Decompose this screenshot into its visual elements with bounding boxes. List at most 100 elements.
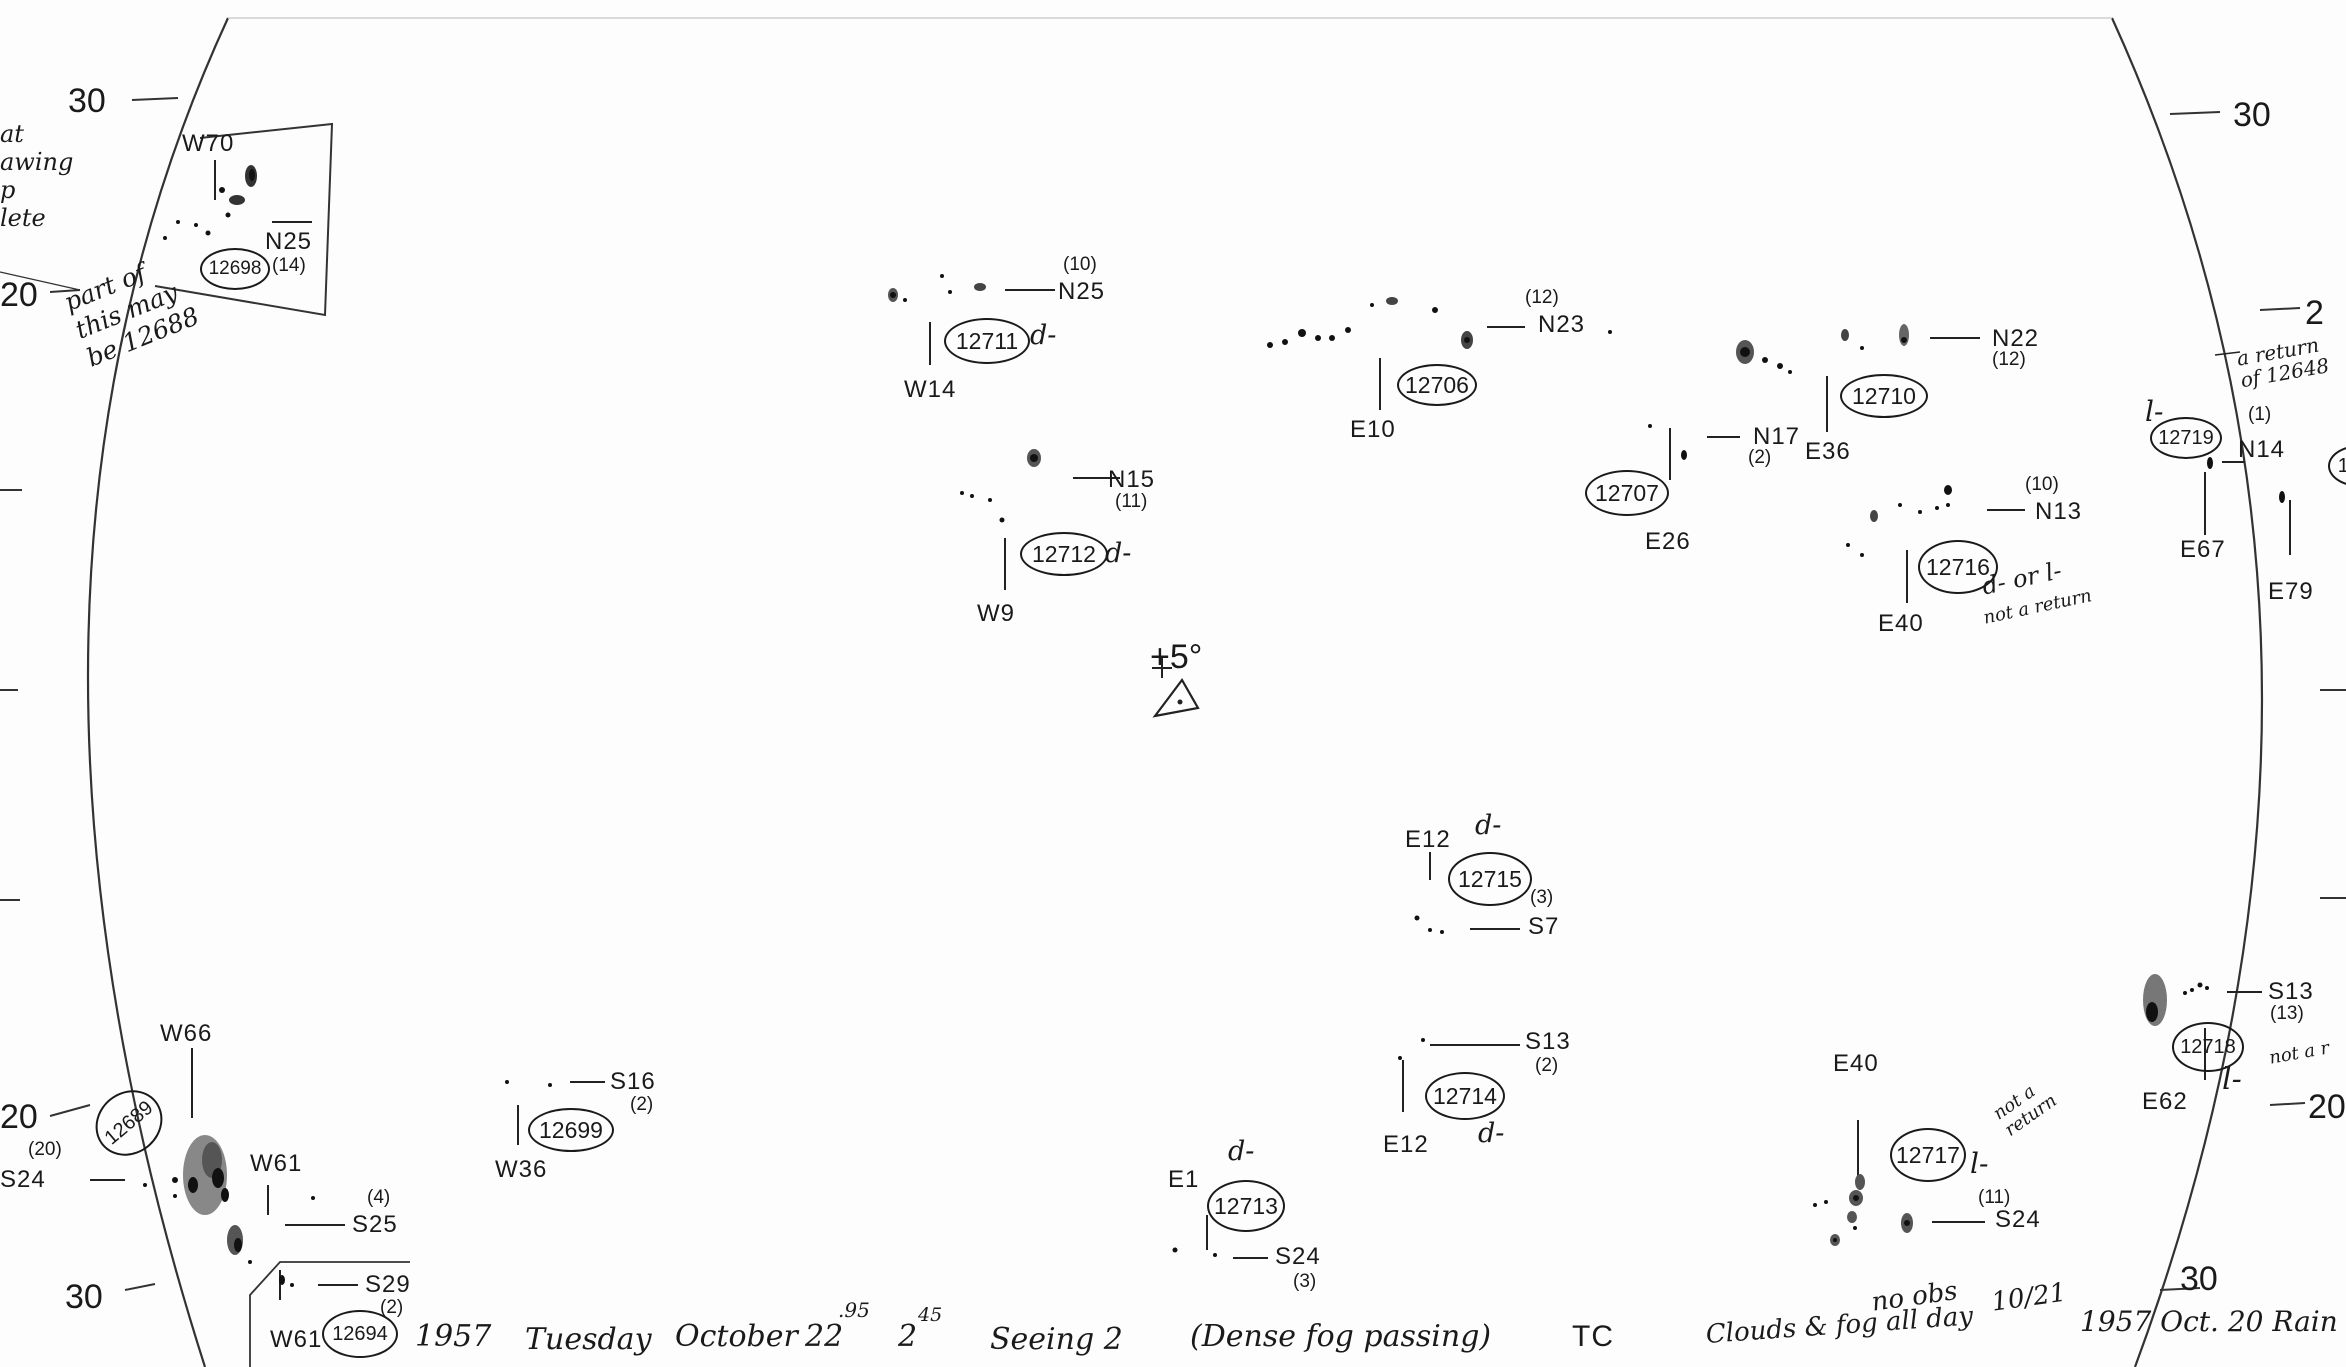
group-12715-id: 12715 [1448, 852, 1532, 906]
group-12689-count: (20) [28, 1139, 62, 1160]
group-12719-position: E67 [2180, 536, 2226, 563]
footer-date: 22 [805, 1319, 844, 1354]
group-12713-latitude: S24 [1275, 1243, 1321, 1270]
group-12712-count: (11) [1115, 491, 1148, 512]
group-12718-latitude: S13 [2268, 978, 2314, 1005]
group-12714-id: 12714 [1425, 1072, 1505, 1120]
group-w61-s25-latitude: S25 [352, 1211, 398, 1238]
group-12717-count: (11) [1978, 1187, 2011, 1208]
group-12694-latitude: S29 [365, 1271, 411, 1298]
group-12710-id: 12710 [1840, 374, 1928, 418]
lat-label-left-30-top: 30 [68, 82, 106, 120]
lat-label-right-30-bottom: 30 [2180, 1260, 2218, 1298]
group-12694-count: (2) [380, 1297, 404, 1318]
lat-label-left-30-bottom: 30 [65, 1278, 103, 1316]
group-12699-count: (2) [630, 1094, 654, 1115]
lat-label-left-20-lower: 20 [0, 1098, 38, 1136]
group-12699-latitude: S16 [610, 1068, 656, 1095]
group-12710-latitude: N22 [1992, 325, 2040, 352]
footer-time-fraction: 45 [918, 1304, 943, 1326]
group-12715-latitude: S7 [1528, 913, 1560, 940]
group-12713-id: 12713 [1207, 1180, 1285, 1232]
group-12719-id: 12719 [2150, 417, 2222, 459]
footer-month: October [675, 1319, 798, 1354]
group-12714-position: E12 [1383, 1131, 1429, 1158]
group-12716-id: 12716 [1918, 540, 1998, 594]
group-12713-note: d- [1228, 1136, 1255, 1167]
group-12711-note: d- [1030, 320, 1057, 351]
group-12707-count: (2) [1748, 447, 1772, 468]
group-12710-position: E36 [1805, 438, 1851, 465]
group-12711-position: W14 [904, 376, 957, 403]
group-12706-id: 12706 [1397, 364, 1477, 406]
group-12698-count: (14) [272, 255, 306, 276]
center-latitude-label: +5° [1150, 638, 1203, 676]
limb-right [2110, 17, 2264, 1367]
group-12715-position: E12 [1405, 826, 1451, 853]
lat-label-right-20-upper: 2 [2305, 294, 2324, 332]
footer-seeing: Seeing 2 [990, 1322, 1123, 1357]
group-12698-position: W70 [182, 130, 235, 157]
group-12694-position: W61 [270, 1326, 323, 1353]
group-12711-count: (10) [1063, 254, 1097, 275]
group-12718-note: l- [2222, 1062, 2242, 1097]
footer-conditions: (Dense fog passing) [1190, 1319, 1492, 1354]
group-12717-id: 12717 [1890, 1128, 1966, 1182]
group-12689-latitude: S24 [0, 1166, 46, 1193]
group-12699-position: W36 [495, 1156, 548, 1183]
group-12716-latitude: N13 [2035, 498, 2083, 525]
margin-note-left-fragment: at awing p lete [0, 120, 74, 232]
group-12694-id: 12694 [322, 1310, 398, 1358]
group-12719-count: (1) [2248, 404, 2272, 425]
group-12699-id: 12699 [528, 1108, 614, 1152]
group-12714-count: (2) [1535, 1055, 1559, 1076]
group-12698-latitude: N25 [265, 228, 313, 255]
group-12715-note: d- [1475, 810, 1502, 841]
center-triangle [1152, 678, 1200, 718]
lat-label-right-30-top: 30 [2233, 96, 2271, 134]
lat-label-right-20-lower: 20 [2308, 1088, 2346, 1126]
group-12707-latitude: N17 [1753, 423, 1801, 450]
footer-day: Tuesday [525, 1322, 652, 1357]
group-12710-count: (12) [1992, 349, 2026, 370]
group-12717-note: l- [1970, 1147, 1989, 1180]
group-12712-id: 12712 [1020, 532, 1108, 576]
group-1271-position: E79 [2268, 578, 2314, 605]
group-12707-id: 12707 [1585, 470, 1669, 516]
footer-stamp: 1957 Oct. 20 Rain [2080, 1305, 2338, 1338]
group-w61-s25-position: W61 [250, 1150, 303, 1177]
group-12712-position: W9 [977, 600, 1015, 627]
group-12717-latitude: S24 [1995, 1206, 2041, 1233]
footer-time: 2 [898, 1319, 918, 1354]
group-12716-count: (10) [2025, 474, 2059, 495]
group-w61-s25-count: (4) [367, 1187, 391, 1208]
group-12718-position: E62 [2142, 1088, 2188, 1115]
footer-year: 1957 [415, 1319, 492, 1354]
group-12719-latitude: N14 [2238, 436, 2286, 463]
group-12698-id: 12698 [200, 248, 270, 290]
group-12706-position: E10 [1350, 416, 1396, 443]
group-12714-latitude: S13 [1525, 1028, 1571, 1055]
group-12718-id: 12718 [2172, 1022, 2244, 1072]
group-12689-position: W66 [160, 1020, 213, 1047]
limb-left [86, 17, 229, 1367]
group-12719-note: l- [2145, 395, 2164, 428]
footer-date-fraction: .95 [838, 1298, 870, 1322]
group-12707-position: E26 [1645, 528, 1691, 555]
group-12716-position: E40 [1878, 610, 1924, 637]
group-12715-count: (3) [1530, 887, 1554, 908]
group-12711-latitude: N25 [1058, 278, 1106, 305]
group-12712-latitude: N15 [1108, 466, 1156, 493]
group-12706-count: (12) [1525, 287, 1559, 308]
group-12717-position: E40 [1833, 1050, 1879, 1077]
group-12711-id: 12711 [944, 318, 1030, 364]
group-12712-note: d- [1105, 538, 1132, 569]
group-12714-note: d- [1478, 1118, 1505, 1149]
lat-label-left-20-upper: 20 [0, 276, 38, 314]
group-12718-count: (13) [2270, 1003, 2304, 1024]
group-12706-latitude: N23 [1538, 311, 1586, 338]
group-12713-position: E1 [1168, 1166, 1200, 1193]
group-12713-count: (3) [1293, 1271, 1317, 1292]
